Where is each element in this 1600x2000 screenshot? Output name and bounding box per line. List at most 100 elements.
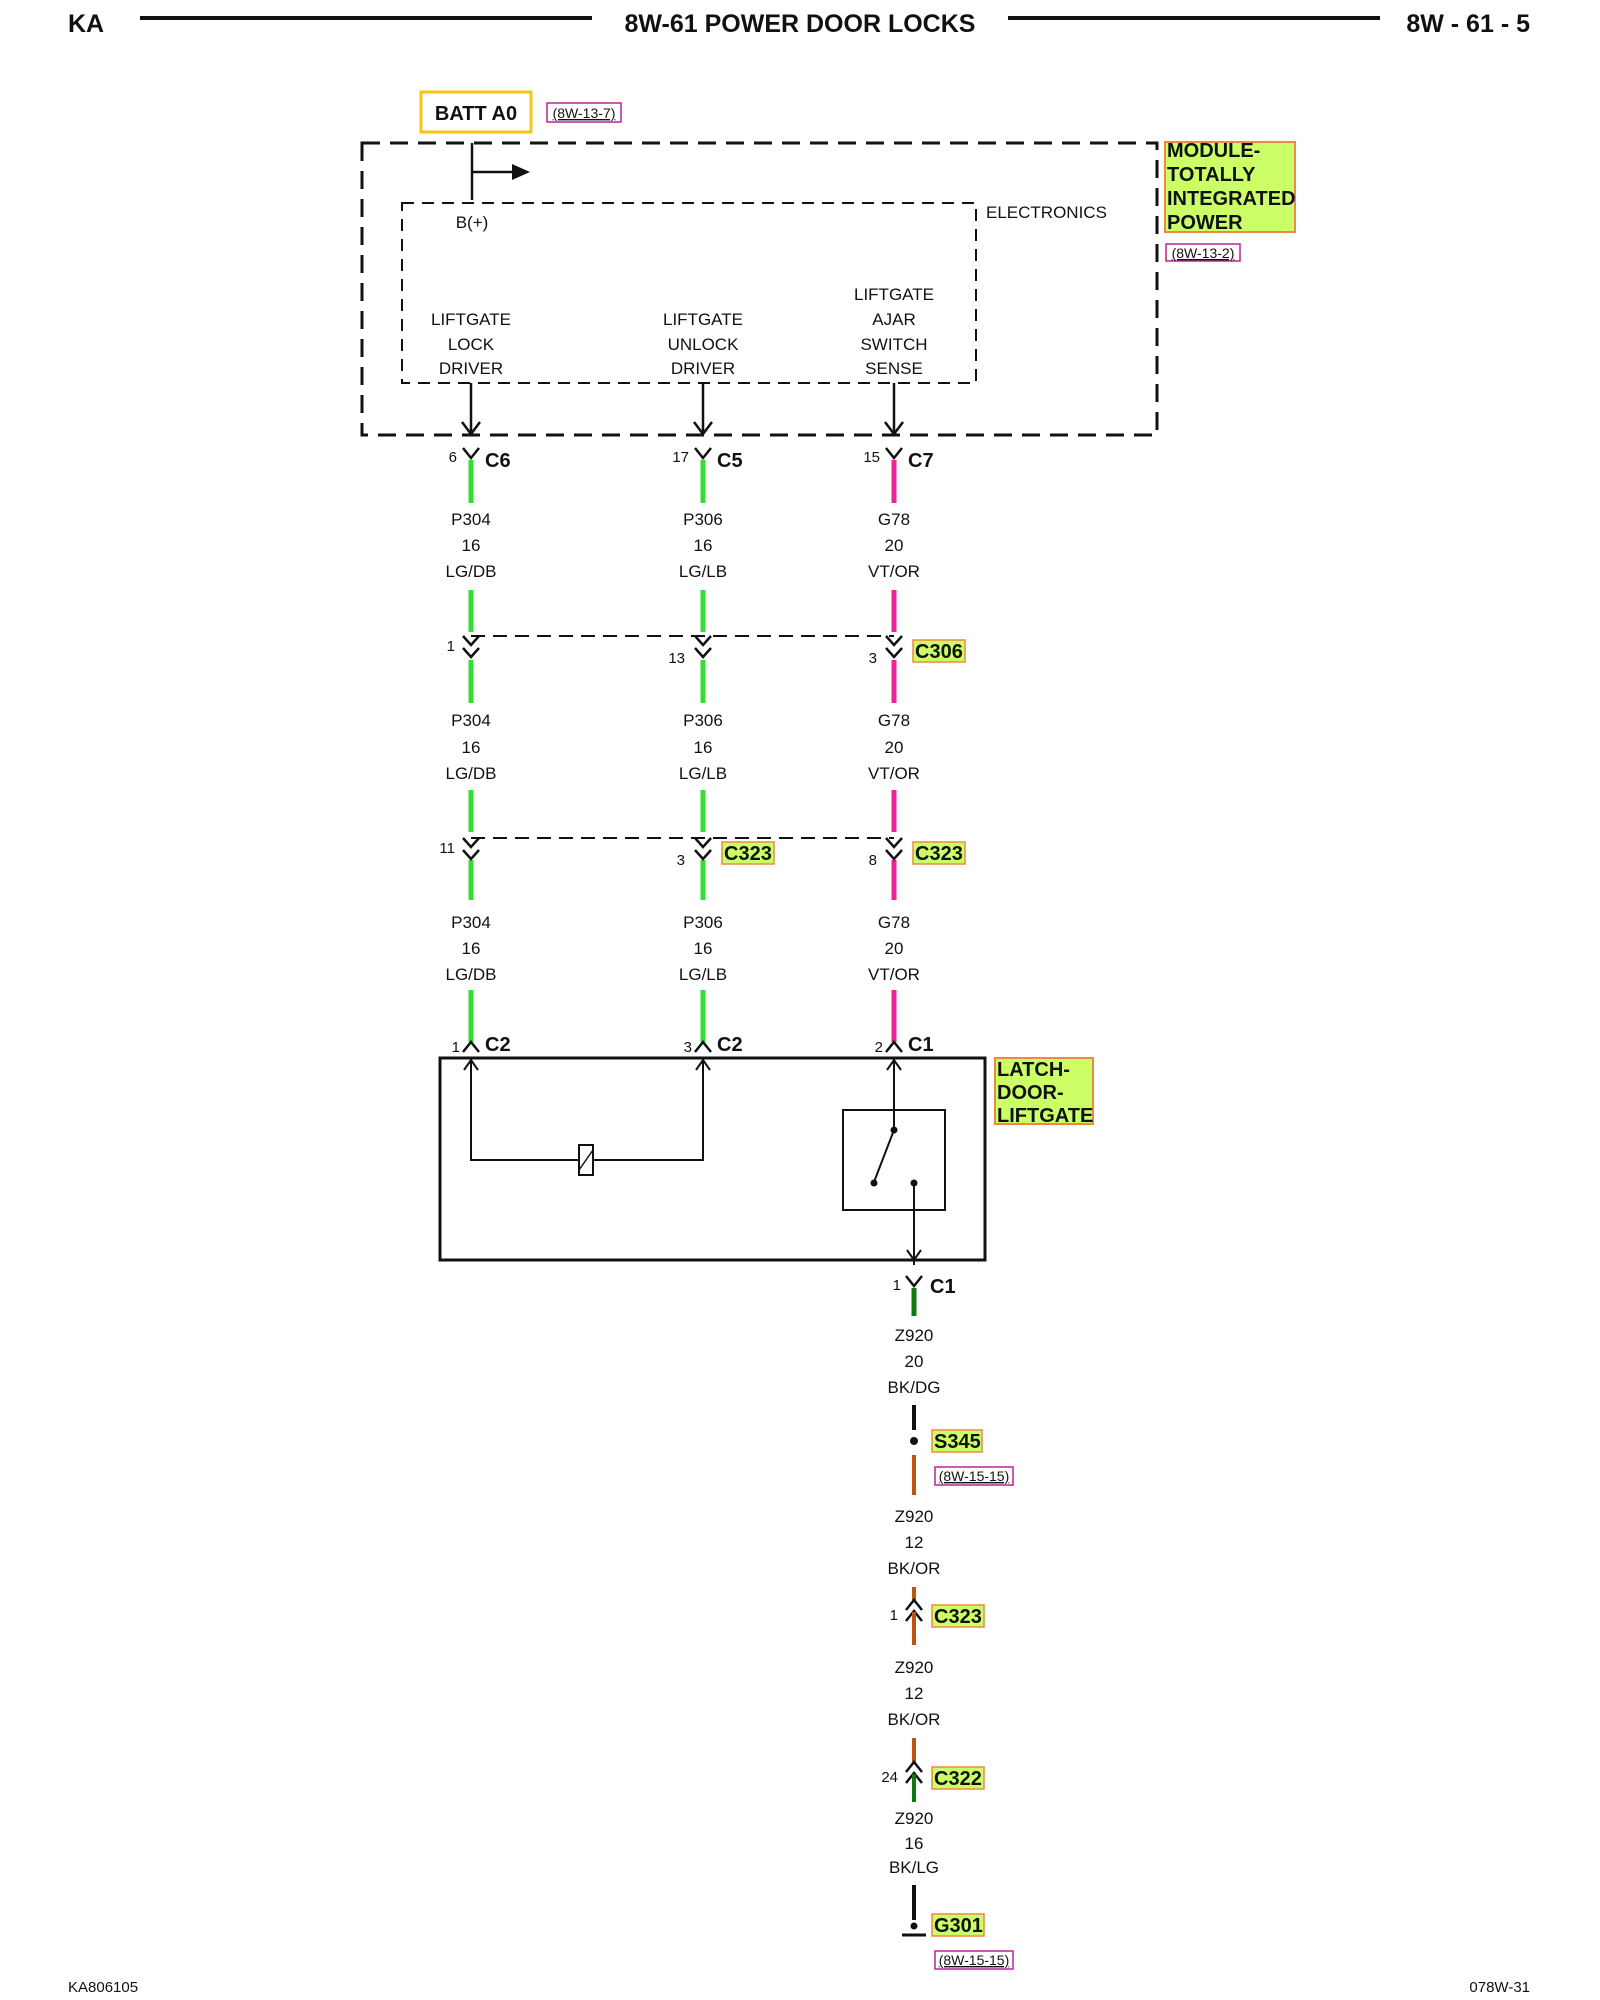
s345-ref-box <box>934 1466 1014 1486</box>
ajar-sense-label-2: AJAR <box>872 310 915 329</box>
header-title: 8W-61 POWER DOOR LOCKS <box>625 10 976 38</box>
module-conn-pin-3: 15 <box>863 449 880 466</box>
module-conn-pin-1: 6 <box>449 449 457 466</box>
c323-row-pin-3: 8 <box>869 852 877 869</box>
c322-name[interactable]: C322 <box>934 1768 982 1790</box>
ajar-switch-pivot <box>890 1126 898 1134</box>
g301-name[interactable]: G301 <box>934 1915 983 1937</box>
c323-ground-pin: 1 <box>890 1607 898 1624</box>
ajar-sense-label-4: SENSE <box>865 359 923 378</box>
module-name-line-4: POWER <box>1167 212 1243 234</box>
latch-conn-name-3[interactable]: C1 <box>908 1034 934 1056</box>
c306-pin-3: 3 <box>869 650 877 667</box>
c322-tag <box>931 1766 985 1790</box>
lock-wire-color-2: LG/DB <box>445 764 496 783</box>
g301-ref-link[interactable]: (8W-15-15) <box>939 1952 1010 1968</box>
latch-ground-connector-symbol <box>905 1275 923 1289</box>
s345-ref-link[interactable]: (8W-15-15) <box>939 1468 1010 1484</box>
ground-wire1-color: BK/DG <box>888 1378 941 1397</box>
unlock-wire-gauge-2: 16 <box>694 738 713 757</box>
batt-label[interactable]: BATT A0 <box>435 103 517 125</box>
c306-pin-1: 1 <box>447 638 455 655</box>
s345-name[interactable]: S345 <box>934 1431 981 1453</box>
unlock-wire-gauge-3: 16 <box>694 939 713 958</box>
lock-wire-gauge-2: 16 <box>462 738 481 757</box>
c323-row-pin-1: 11 <box>439 840 455 857</box>
lock-driver-label-1: LIFTGATE <box>431 310 511 329</box>
batt-ref-link[interactable]: (8W-13-7) <box>553 105 616 121</box>
c323-name-unlock[interactable]: C323 <box>724 843 772 865</box>
lock-wire-gauge-3: 16 <box>462 939 481 958</box>
ajar-sense-label-3: SWITCH <box>860 335 927 354</box>
unlock-wire-id-2: P306 <box>683 711 723 730</box>
c322-pin: 24 <box>881 1769 898 1786</box>
splice-s345-dot <box>910 1437 918 1445</box>
lock-wire-id-2: P304 <box>451 711 491 730</box>
module-conn-name-1[interactable]: C6 <box>485 450 511 472</box>
header-left: KA <box>68 10 104 38</box>
latch-conn-pin-1: 1 <box>452 1039 460 1056</box>
unlock-driver-label-1: LIFTGATE <box>663 310 743 329</box>
module-output-arrows <box>461 383 904 437</box>
ground-wire3-gauge: 12 <box>905 1684 924 1703</box>
ajar-switch-terminal <box>910 1179 918 1187</box>
unlock-wire-color-3: LG/LB <box>679 965 727 984</box>
ground-wire2-color: BK/OR <box>888 1559 941 1578</box>
unlock-driver-label-2: UNLOCK <box>668 335 740 354</box>
ground-wire4-gauge: 16 <box>905 1834 924 1853</box>
c323-ground-name[interactable]: C323 <box>934 1606 982 1628</box>
sense-wire-color-2: VT/OR <box>868 764 920 783</box>
g301-ref-box <box>934 1950 1014 1970</box>
latch-conn-name-2[interactable]: C2 <box>717 1034 743 1056</box>
c323-tag-unlock <box>721 841 775 865</box>
ground-wire2-gauge: 12 <box>905 1533 924 1552</box>
ajar-switch-contact <box>870 1179 878 1187</box>
sense-wire-gauge-3: 20 <box>885 939 904 958</box>
lock-wire-id-3: P304 <box>451 913 491 932</box>
ground-wire2-id: Z920 <box>895 1507 934 1526</box>
latch-conn-name-1[interactable]: C2 <box>485 1034 511 1056</box>
module-conn-name-2[interactable]: C5 <box>717 450 743 472</box>
unlock-wire-gauge-1: 16 <box>694 536 713 555</box>
module-name-tag <box>1164 141 1296 233</box>
unlock-wire-id-3: P306 <box>683 913 723 932</box>
lock-wire-id-1: P304 <box>451 510 491 529</box>
header-right: 8W - 61 - 5 <box>1406 10 1530 38</box>
bplus-arrow-icon <box>512 164 530 180</box>
latch-name-line-2: DOOR- <box>997 1082 1064 1104</box>
module-conn-name-3[interactable]: C7 <box>908 450 934 472</box>
electronics-outline <box>401 202 977 384</box>
module-outline <box>360 141 1159 437</box>
lock-driver-label-3: DRIVER <box>439 359 503 378</box>
sense-wire-color-1: VT/OR <box>868 562 920 581</box>
ground-wire1-gauge: 20 <box>905 1352 924 1371</box>
lock-driver-label-2: LOCK <box>448 335 495 354</box>
lock-wire-color-1: LG/DB <box>445 562 496 581</box>
c306-pin-2: 13 <box>668 650 685 667</box>
module-ref-link[interactable]: (8W-13-2) <box>1172 245 1235 261</box>
latch-motor-circuit <box>463 1058 711 1161</box>
ground-wire1-id: Z920 <box>895 1326 934 1345</box>
c306-tag <box>912 639 966 663</box>
latch-conn-pin-3: 2 <box>875 1039 883 1056</box>
sense-wire-color-3: VT/OR <box>868 965 920 984</box>
latch-conn-pin-2: 3 <box>684 1039 692 1056</box>
inline-connector-c323-symbols <box>462 837 903 861</box>
ground-wire3-color: BK/OR <box>888 1710 941 1729</box>
g301-dot <box>910 1922 918 1930</box>
sense-wire-gauge-2: 20 <box>885 738 904 757</box>
latch-ground-conn-name[interactable]: C1 <box>930 1276 956 1298</box>
c306-name[interactable]: C306 <box>915 641 963 663</box>
footer-right: 078W-31 <box>1469 1979 1530 1996</box>
latch-motor-coil-line <box>578 1149 594 1171</box>
sense-wire-id-2: G78 <box>878 711 910 730</box>
sense-wire-id-3: G78 <box>878 913 910 932</box>
module-ref-box <box>1165 243 1241 262</box>
c323-name-sense[interactable]: C323 <box>915 843 963 865</box>
lock-wire-color-3: LG/DB <box>445 965 496 984</box>
module-name-line-2: TOTALLY <box>1167 164 1256 186</box>
module-name-line-3: INTEGRATED <box>1167 188 1296 210</box>
c323-row-pin-2: 3 <box>677 852 685 869</box>
unlock-wire-id-1: P306 <box>683 510 723 529</box>
